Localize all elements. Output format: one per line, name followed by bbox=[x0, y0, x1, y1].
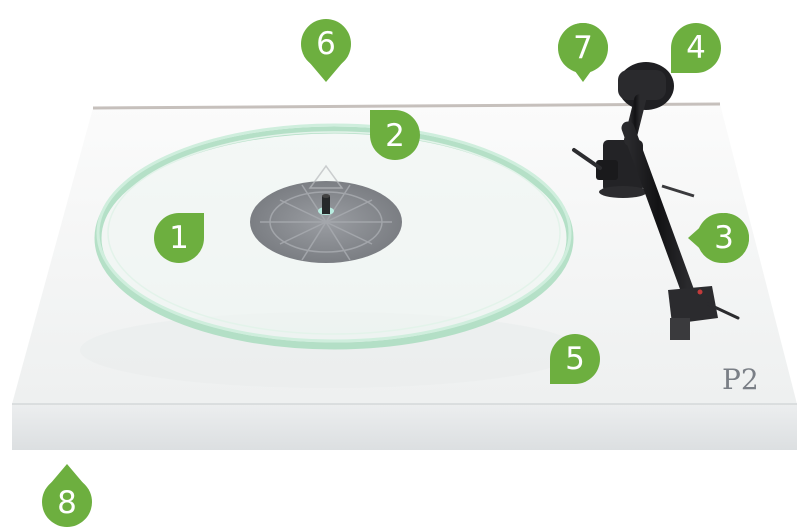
svg-text:6: 6 bbox=[316, 26, 336, 62]
cartridge bbox=[670, 318, 690, 340]
svg-text:1: 1 bbox=[169, 220, 189, 256]
callout-1: 1 bbox=[154, 213, 204, 263]
callout-8: 8 bbox=[42, 464, 92, 527]
svg-text:5: 5 bbox=[565, 341, 585, 377]
plinth-front-edge bbox=[12, 404, 797, 450]
callout-2: 2 bbox=[370, 110, 420, 160]
svg-text:2: 2 bbox=[385, 118, 405, 154]
callout-6: 6 bbox=[301, 19, 351, 82]
callout-5: 5 bbox=[550, 334, 600, 384]
svg-text:4: 4 bbox=[686, 30, 706, 66]
svg-text:8: 8 bbox=[57, 485, 77, 521]
spindle bbox=[322, 196, 330, 214]
callout-4: 4 bbox=[671, 23, 721, 73]
svg-text:7: 7 bbox=[573, 30, 593, 66]
callout-7: 7 bbox=[558, 23, 608, 82]
svg-text:3: 3 bbox=[714, 220, 734, 256]
model-badge: P2 bbox=[722, 363, 759, 396]
